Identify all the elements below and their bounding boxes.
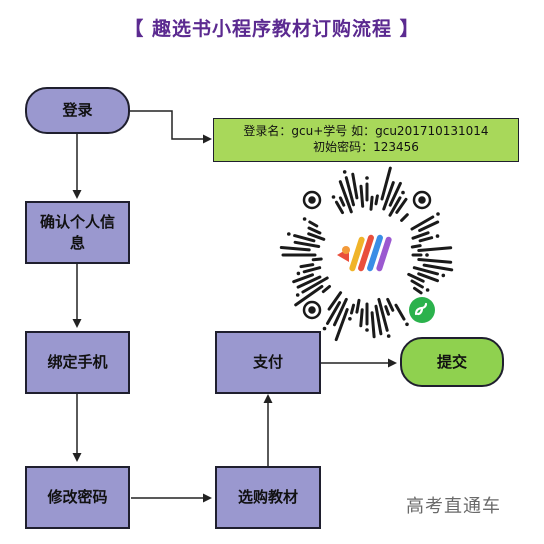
qr-dot — [295, 293, 300, 297]
qr-ray — [311, 257, 323, 262]
qr-dot — [302, 217, 307, 221]
qr-dot — [322, 326, 327, 331]
qr-ray — [374, 194, 379, 206]
node-select-books: 选购教材 — [215, 466, 321, 529]
qr-ray — [293, 234, 316, 243]
qr-ray — [301, 276, 329, 294]
qr-ray — [308, 220, 319, 228]
qr-dot — [296, 271, 301, 276]
note-line-username: 登录名：gcu+学号 如：gcu201710131014 — [243, 124, 489, 138]
arrow-login-to-note — [130, 110, 212, 144]
qr-ray — [334, 308, 349, 342]
qr-ray — [296, 275, 322, 289]
qr-ray — [293, 240, 321, 248]
qr-ray — [338, 180, 353, 214]
qr-dot — [401, 190, 405, 195]
qr-rays — [279, 166, 454, 342]
qr-dot — [425, 253, 429, 257]
qr-ray — [302, 266, 322, 274]
qr-ray — [377, 297, 389, 332]
qr-ray — [418, 220, 440, 232]
qr-ray — [338, 196, 346, 207]
node-login: 登录 — [25, 87, 130, 134]
qr-finder-top-right — [412, 190, 432, 210]
qr-dot — [287, 232, 291, 236]
qr-ray — [307, 226, 322, 235]
page-title: 【 趣选书小程序教材订购流程 】 — [124, 18, 420, 40]
qr-ray — [422, 263, 454, 272]
node-submit: 提交 — [400, 337, 504, 387]
qr-ray — [407, 272, 425, 283]
qr-ray — [369, 195, 374, 211]
qr-ray — [344, 176, 355, 207]
qr-ray — [294, 285, 324, 307]
qr-dot — [348, 317, 352, 321]
qr-dot — [386, 334, 391, 338]
qr-finder-bottom-left — [302, 300, 322, 320]
node-confirm-info: 确认个人信息 — [25, 201, 130, 264]
qr-ray — [400, 213, 409, 222]
app-logo-icon — [337, 234, 392, 272]
qr-ray — [350, 303, 355, 315]
qr-ray — [412, 266, 439, 276]
qr-ray — [374, 304, 383, 336]
qr-ray — [384, 305, 390, 316]
qr-ray — [417, 258, 453, 264]
note-line-password: 初始密码：123456 — [313, 140, 419, 154]
qr-ray — [355, 298, 361, 314]
node-pay: 支付 — [215, 331, 321, 394]
qr-dot — [441, 273, 446, 278]
node-bind-phone: 绑定手机 — [25, 331, 130, 394]
qr-ray — [279, 246, 311, 252]
qr-ray — [410, 215, 435, 231]
qr-ray — [417, 246, 453, 252]
qr-ray — [394, 303, 406, 321]
qr-ray — [388, 181, 402, 207]
qr-ray — [335, 200, 344, 215]
qr-ray — [359, 308, 364, 328]
qr-dot — [405, 322, 409, 327]
qr-finder-top-left — [302, 190, 322, 210]
watermark-text: 高考直通车 — [406, 496, 501, 517]
qr-ray — [388, 196, 402, 217]
qr-ray — [418, 236, 434, 243]
qr-dot — [331, 195, 336, 199]
qr-dot — [425, 288, 430, 292]
qr-dot — [342, 170, 347, 174]
qr-ray — [410, 279, 424, 289]
qr-ray — [413, 286, 423, 295]
qr-dot — [435, 234, 440, 238]
qr-ray — [299, 263, 315, 269]
qr-ray — [395, 197, 408, 214]
qr-ray — [307, 232, 326, 241]
qr-ray — [333, 297, 348, 327]
login-info-note: 登录名：gcu+学号 如：gcu201710131014 初始密码：123456 — [213, 118, 519, 162]
node-confirm-info-label: 确认个人信息 — [39, 213, 115, 252]
qr-ray — [380, 166, 392, 201]
mini-program-qr-icon[interactable] — [274, 162, 460, 348]
qr-ray — [292, 273, 314, 284]
qr-ray — [382, 181, 395, 211]
qr-ray — [411, 231, 430, 240]
qr-ray — [359, 184, 365, 208]
qr-ray — [326, 301, 341, 325]
qr-dot — [436, 212, 440, 216]
qr-ray — [327, 291, 343, 311]
node-change-password: 修改密码 — [25, 466, 130, 529]
qr-dot — [365, 176, 369, 180]
qr-ray — [417, 272, 439, 283]
qr-ray — [351, 172, 359, 200]
qr-ray — [386, 297, 395, 312]
qr-ray — [410, 244, 422, 249]
qr-dot — [365, 328, 369, 332]
qr-ray — [321, 285, 331, 294]
wechat-mini-program-badge-icon — [409, 297, 435, 323]
qr-ray — [370, 311, 376, 339]
